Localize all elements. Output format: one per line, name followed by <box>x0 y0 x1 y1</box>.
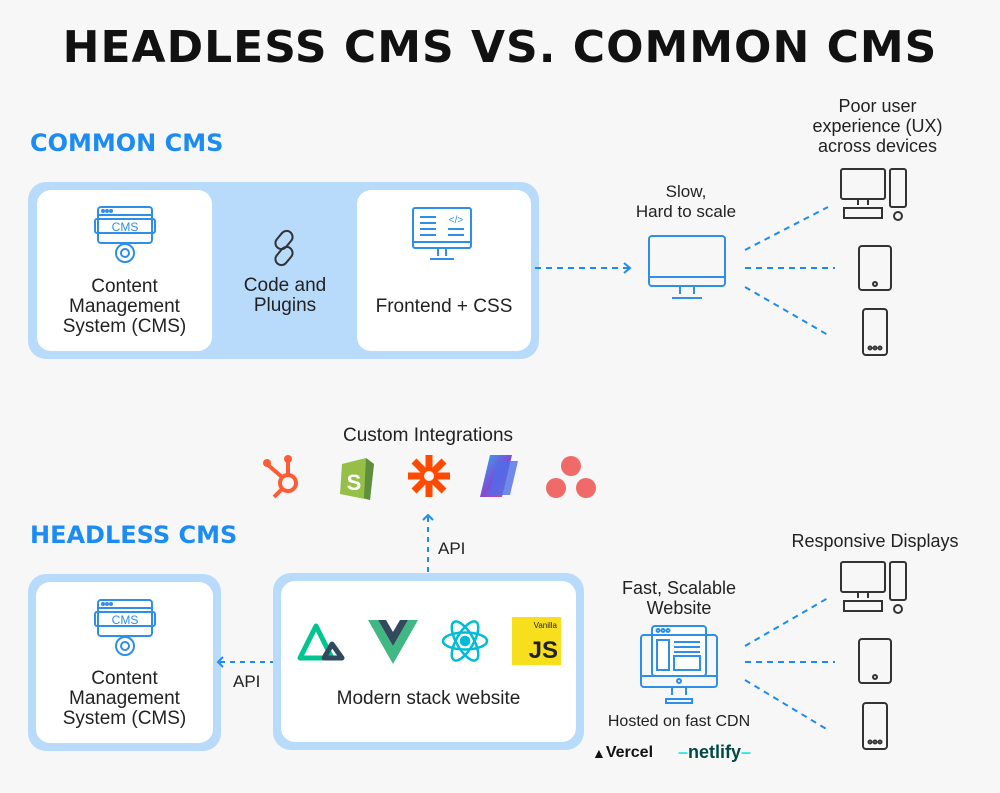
netlify-dash-icon: – <box>741 742 752 762</box>
hubspot-icon <box>263 455 298 499</box>
shopify-icon: S <box>340 458 374 500</box>
monitor-icon <box>648 235 726 299</box>
slow-label: Slow,Hard to scale <box>635 182 737 221</box>
svg-text:</>: </> <box>449 215 464 226</box>
phone-icon <box>862 308 888 356</box>
copilot-icon <box>480 455 518 497</box>
api-horizontal-label: API <box>233 672 261 691</box>
cms-icon: CMS <box>94 206 156 263</box>
api-vertical-label: API <box>438 539 466 558</box>
netlify-dash-icon: – <box>678 742 689 762</box>
modern-stack-label: Modern stack website <box>336 688 521 709</box>
integrations-label: Custom Integrations <box>342 425 514 446</box>
code-monitor-icon: </> <box>412 207 472 260</box>
device-arrows-bottom <box>744 597 835 731</box>
headless-cms-heading: HEADLESS CMS <box>30 521 238 549</box>
page-title: HEADLESS CMS VS. COMMON CMS <box>62 22 938 73</box>
link-icon <box>274 229 294 267</box>
vanilla-js-icon: Vanilla JS <box>512 617 561 665</box>
device-arrows-top <box>744 206 835 336</box>
frontend-label: Frontend + CSS <box>375 296 513 317</box>
frontend-box <box>357 190 531 351</box>
nuxt-icon <box>297 623 345 661</box>
svg-text:CMS: CMS <box>112 220 139 234</box>
js-badge-small: Vanilla <box>533 621 557 630</box>
asana-icon <box>546 456 596 498</box>
react-icon <box>441 620 489 662</box>
js-badge-big: JS <box>528 637 558 664</box>
netlify-label: netlify <box>688 742 742 762</box>
zapier-icon <box>408 455 450 497</box>
desktop-icon <box>840 561 907 614</box>
desktop-icon <box>840 168 907 221</box>
vercel-triangle-icon: ▲ <box>592 745 606 761</box>
phone-icon <box>862 702 888 750</box>
common-cms-box <box>37 190 212 351</box>
hosted-label: Hosted on fast CDN <box>607 713 751 730</box>
arrow-to-monitor <box>535 262 632 274</box>
tablet-icon <box>858 245 892 291</box>
netlify-logo: –netlify– <box>678 742 751 763</box>
svg-text:S: S <box>347 470 362 495</box>
vercel-logo: ▲Vercel <box>592 744 653 762</box>
vue-icon <box>368 620 418 664</box>
website-monitor-icon <box>640 625 718 704</box>
tablet-icon <box>858 638 892 684</box>
vercel-label: Vercel <box>605 744 654 761</box>
responsive-label: Responsive Displays <box>791 531 959 551</box>
svg-text:CMS: CMS <box>112 613 139 627</box>
common-cms-heading: COMMON CMS <box>30 129 224 157</box>
cms-icon: CMS <box>94 599 156 656</box>
